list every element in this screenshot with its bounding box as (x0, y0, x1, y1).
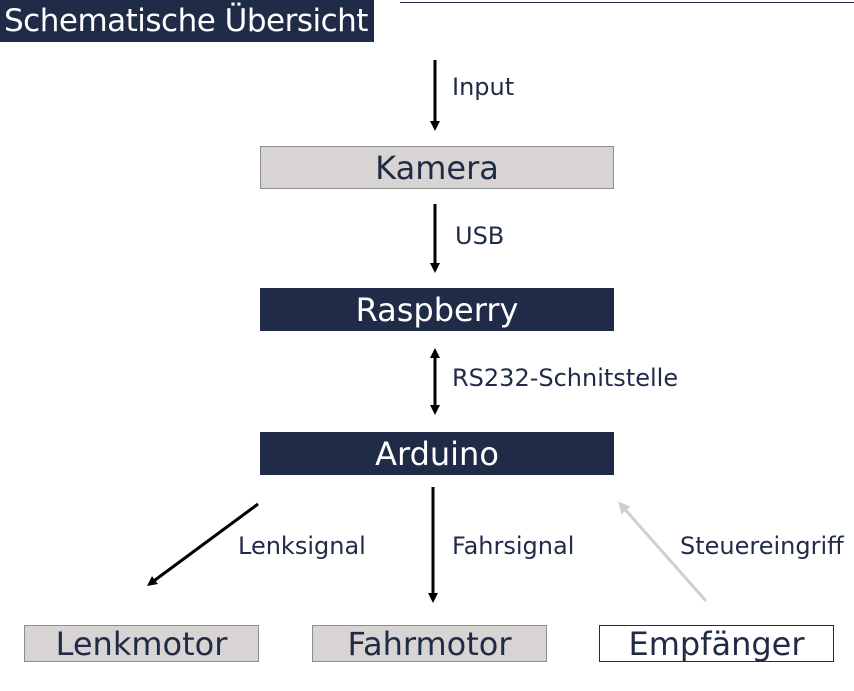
input-label: Input (452, 73, 515, 101)
empfaenger-box: Empfänger (599, 625, 834, 663)
steuereingriff-arrow (618, 501, 708, 602)
fahrmotor-box: Fahrmotor (312, 625, 547, 663)
lenksignal-arrow (146, 502, 259, 586)
lenkmotor-box: Lenkmotor (24, 625, 259, 663)
kamera-box: Kamera (260, 146, 614, 189)
fahrsignal-label: Fahrsignal (452, 532, 575, 560)
title-underline (400, 2, 854, 3)
steuereingriff-label: Steuereingriff (680, 532, 844, 560)
lenksignal-label: Lenksignal (238, 532, 366, 560)
usb-label: USB (455, 222, 505, 250)
rs232-label: RS232-Schnitstelle (452, 364, 679, 392)
arduino-box: Arduino (260, 432, 614, 475)
page-title: Schematische Übersicht (0, 0, 374, 42)
raspberry-box: Raspberry (260, 288, 614, 331)
